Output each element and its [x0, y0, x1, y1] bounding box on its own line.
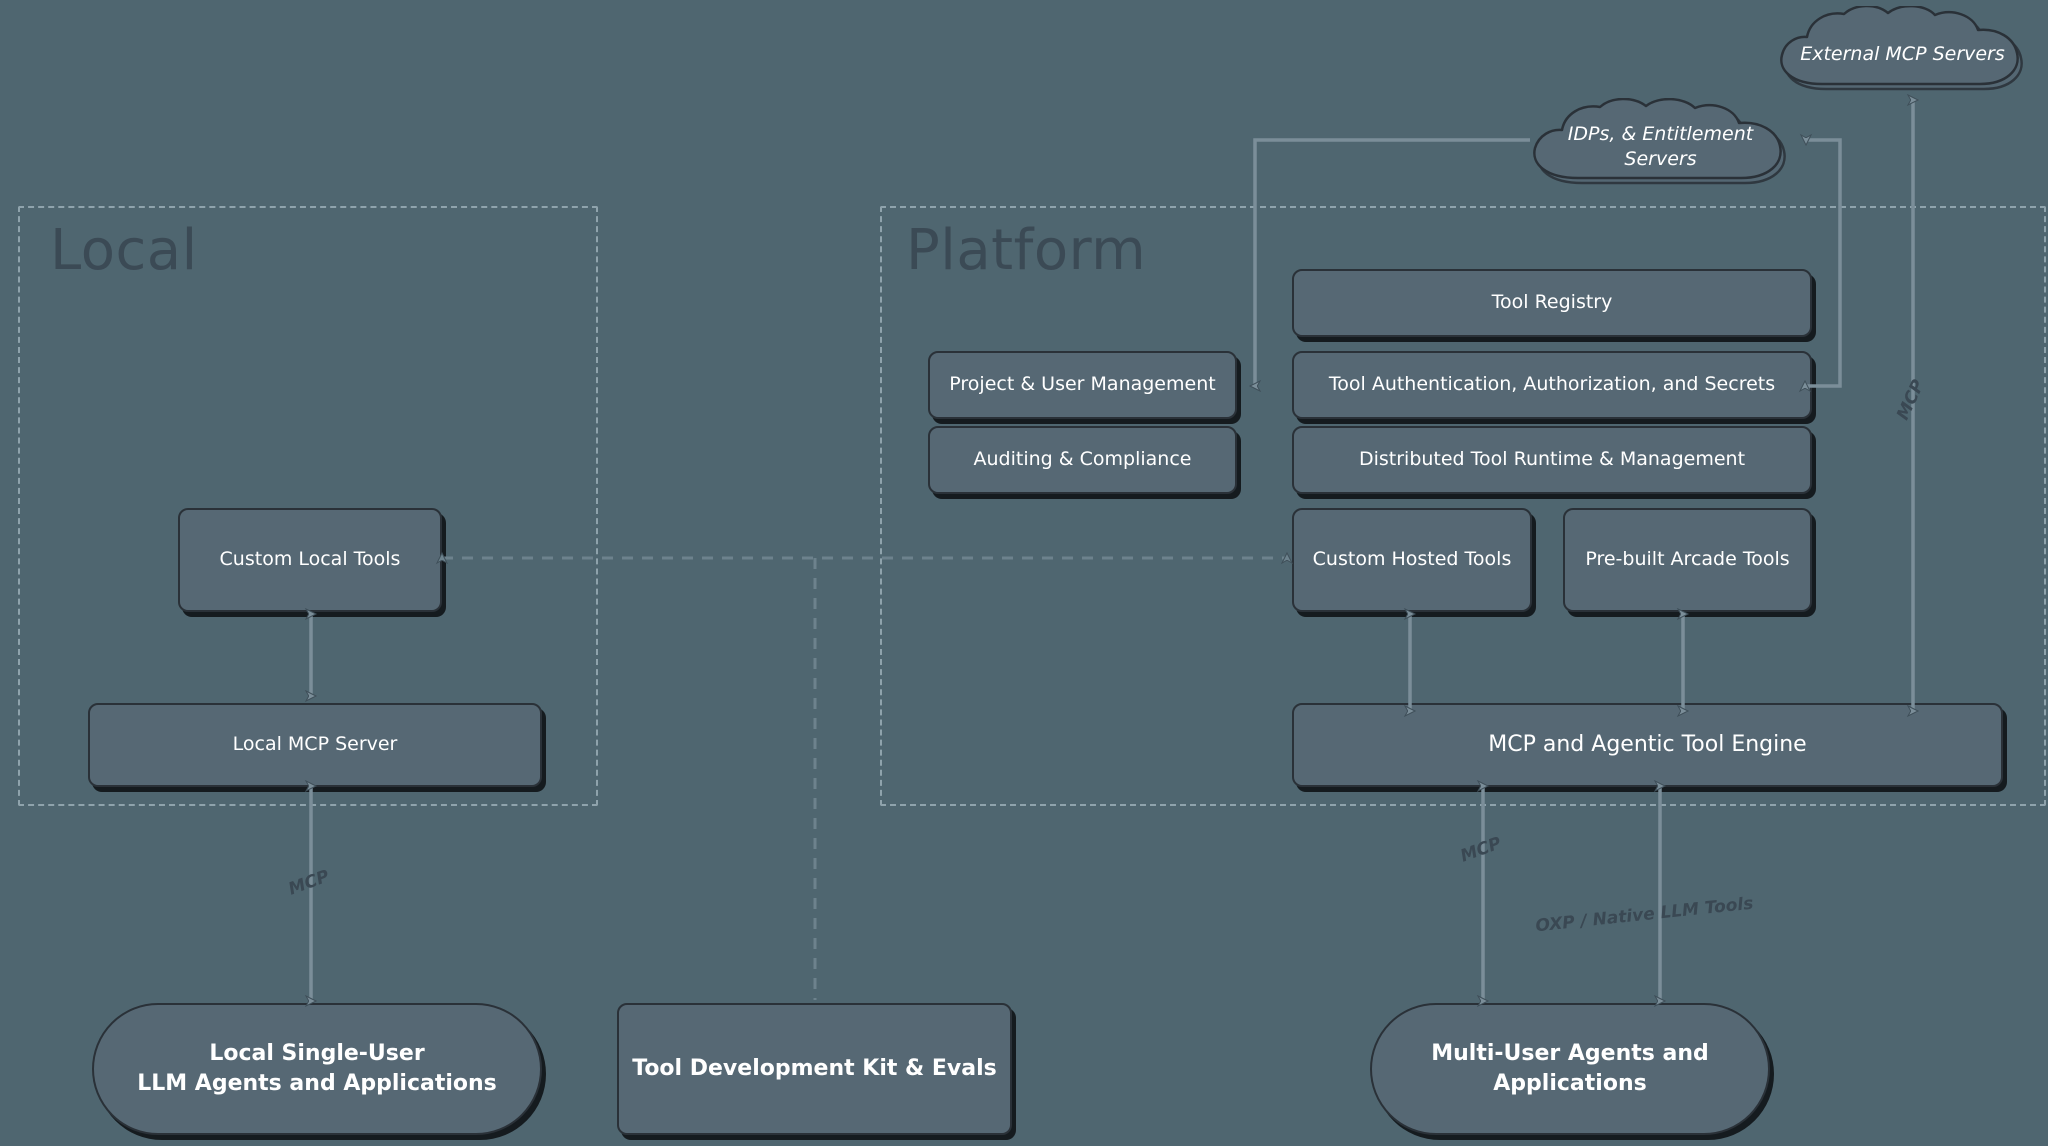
cloud-idps-entitlement-servers-label: IDPs, & Entitlement Servers	[1567, 123, 1754, 170]
group-platform	[880, 206, 2046, 806]
node-multi-user-agents-line2: Applications	[1493, 1071, 1647, 1096]
node-custom-hosted-tools[interactable]: Custom Hosted Tools	[1292, 508, 1532, 612]
node-auditing-compliance[interactable]: Auditing & Compliance	[928, 426, 1237, 494]
node-project-user-management[interactable]: Project & User Management	[928, 351, 1237, 419]
node-local-agents[interactable]: Local Single-User LLM Agents and Applica…	[92, 1003, 542, 1135]
group-platform-label: Platform	[906, 218, 1147, 283]
node-multi-user-agents[interactable]: Multi-User Agents and Applications	[1370, 1003, 1770, 1135]
node-tool-auth[interactable]: Tool Authentication, Authorization, and …	[1292, 351, 1812, 419]
node-distributed-tool-runtime[interactable]: Distributed Tool Runtime & Management	[1292, 426, 1812, 494]
group-local-label: Local	[50, 218, 198, 283]
node-local-agents-line2: LLM Agents and Applications	[137, 1071, 497, 1096]
node-tool-registry[interactable]: Tool Registry	[1292, 269, 1812, 337]
node-local-agents-line1: Local Single-User	[209, 1041, 425, 1067]
node-local-mcp-server[interactable]: Local MCP Server	[88, 703, 542, 787]
node-multi-user-agents-line1: Multi-User Agents and	[1431, 1041, 1709, 1067]
cloud-idps-entitlement-servers: IDPs, & Entitlement Servers	[1523, 98, 1798, 196]
cloud-external-mcp-servers-label: External MCP Servers	[1800, 42, 2005, 65]
node-tool-dev-kit[interactable]: Tool Development Kit & Evals	[617, 1003, 1012, 1135]
cloud-external-mcp-servers: External MCP Servers	[1770, 6, 2035, 102]
